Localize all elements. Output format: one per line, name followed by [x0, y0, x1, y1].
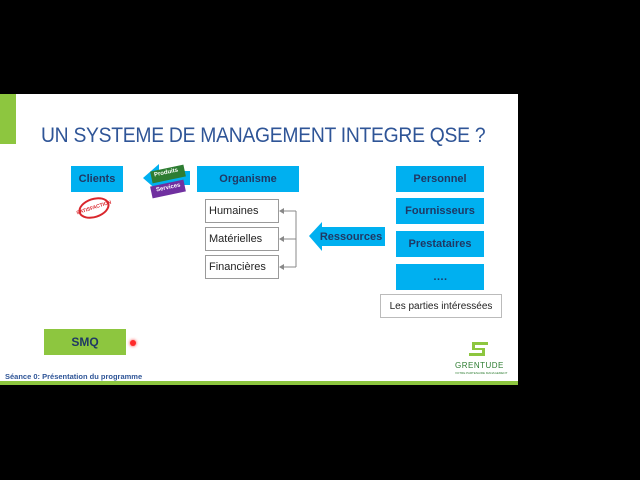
resource-humaines: Humaines — [205, 199, 279, 223]
ressources-label: Ressources — [319, 230, 383, 243]
resource-materielles: Matérielles — [205, 227, 279, 251]
slide-title: UN SYSTEME DE MANAGEMENT INTEGRE QSE ? — [41, 124, 486, 147]
party-etc: …. — [396, 264, 484, 290]
resource-financieres: Financières — [205, 255, 279, 279]
clients-box: Clients — [71, 166, 123, 192]
produits-tag-shape — [150, 164, 186, 184]
party-fournisseurs: Fournisseurs — [396, 198, 484, 224]
smq-button[interactable]: SMQ — [44, 329, 126, 355]
party-personnel: Personnel — [396, 166, 484, 192]
connector-lines — [143, 164, 488, 356]
presentation-slide: UN SYSTEME DE MANAGEMENT INTEGRE QSE ? C… — [0, 94, 518, 385]
ressources-arrow-shape — [309, 222, 385, 251]
party-prestataires: Prestataires — [396, 231, 484, 257]
arrowhead-financieres — [279, 264, 284, 270]
logo-mark-shape — [469, 342, 488, 356]
logo-text: GRENTUDE — [455, 361, 504, 370]
arrowhead-materielles — [279, 236, 284, 242]
footer-green-line — [0, 381, 518, 385]
arrowhead-humaines — [279, 208, 284, 214]
services-tag-shape — [150, 179, 186, 199]
logo-subtitle: VOTRE PARTENAIRE MANAGEMENT — [455, 371, 508, 375]
organisme-box: Organisme — [197, 166, 299, 192]
parties-interessees-label: Les parties intéressées — [380, 294, 502, 318]
slide-accent-bar — [0, 94, 16, 144]
laser-pointer-dot — [130, 340, 136, 346]
slide-footer: Séance 0: Présentation du programme — [5, 372, 143, 381]
